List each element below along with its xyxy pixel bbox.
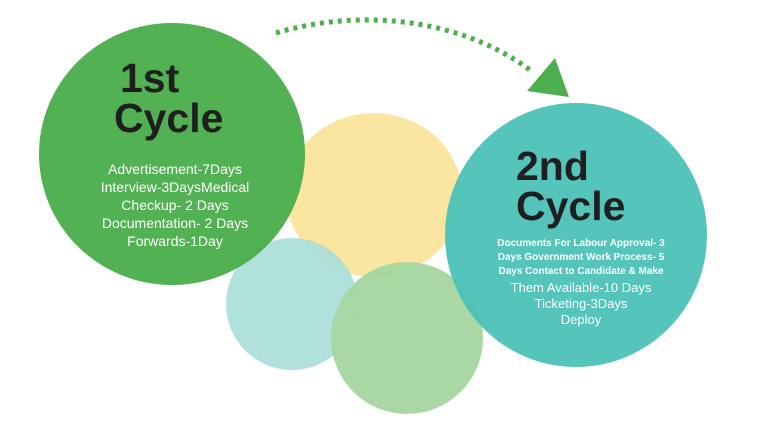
cycle-1-title-number: 1st xyxy=(120,55,180,101)
cycle-2-circle xyxy=(445,103,707,367)
cycle-2-step: Deploy xyxy=(560,312,602,327)
cycle-2-step: Them Available-10 Days xyxy=(510,280,652,295)
cycle-1-step: Forwards-1Day xyxy=(127,233,223,249)
cycle-2-step: Documents For Labour Approval- 3 xyxy=(497,238,665,249)
cycle-1-step: Advertisement-7Days xyxy=(108,161,242,177)
cycle-1-step: Checkup- 2 Days xyxy=(121,197,229,213)
cycle-1-step: Documentation- 2 Days xyxy=(101,215,249,231)
cycle-1-step: Interview-3DaysMedical xyxy=(100,179,250,195)
cycle-1-circle xyxy=(39,23,305,285)
cycle-1-title-word: Cycle xyxy=(114,95,224,141)
cycle-2-step: Ticketing-3Days xyxy=(534,296,628,311)
cycle-2-step: Days Government Work Process- 5 xyxy=(497,252,665,263)
cycle-2-title-number: 2nd xyxy=(516,143,589,189)
cycle-2-step: Days Contact to Candidate & Make xyxy=(498,266,664,277)
cycle-2-title-word: Cycle xyxy=(516,183,626,229)
